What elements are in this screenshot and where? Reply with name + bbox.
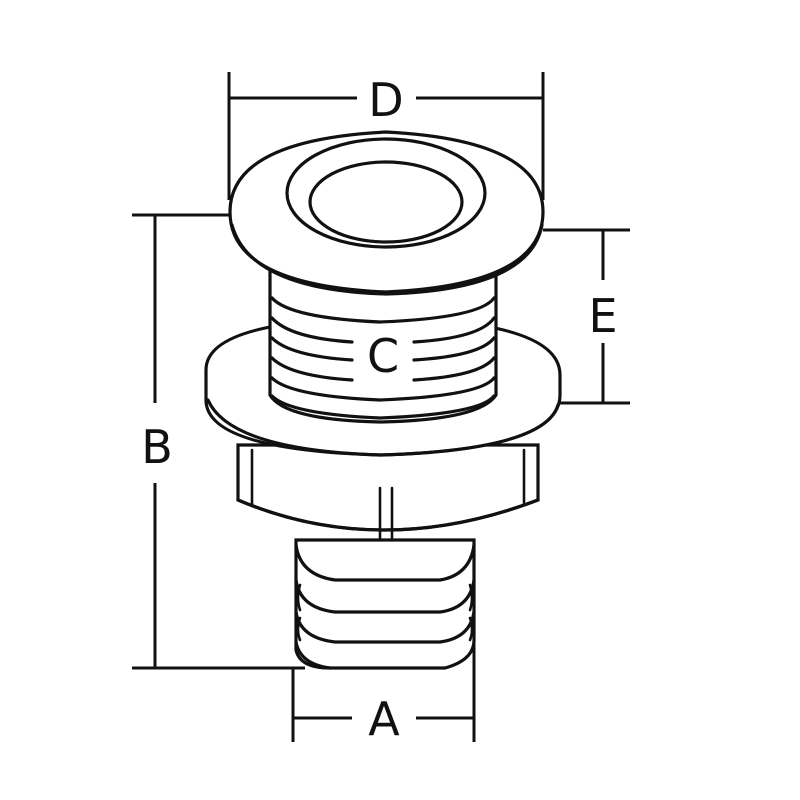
label-c: C <box>367 329 399 383</box>
dimension-e: E <box>543 228 630 405</box>
dimension-b: B <box>132 213 305 670</box>
top-flange <box>228 130 545 296</box>
hose-tail <box>294 538 476 670</box>
threaded-body: C <box>268 268 498 424</box>
dimension-a: A <box>291 620 476 746</box>
dimension-d: D <box>227 72 545 200</box>
label-a: A <box>368 692 400 746</box>
label-e: E <box>588 289 617 343</box>
nut <box>236 443 540 540</box>
label-b: B <box>141 420 173 474</box>
label-d: D <box>368 73 403 127</box>
